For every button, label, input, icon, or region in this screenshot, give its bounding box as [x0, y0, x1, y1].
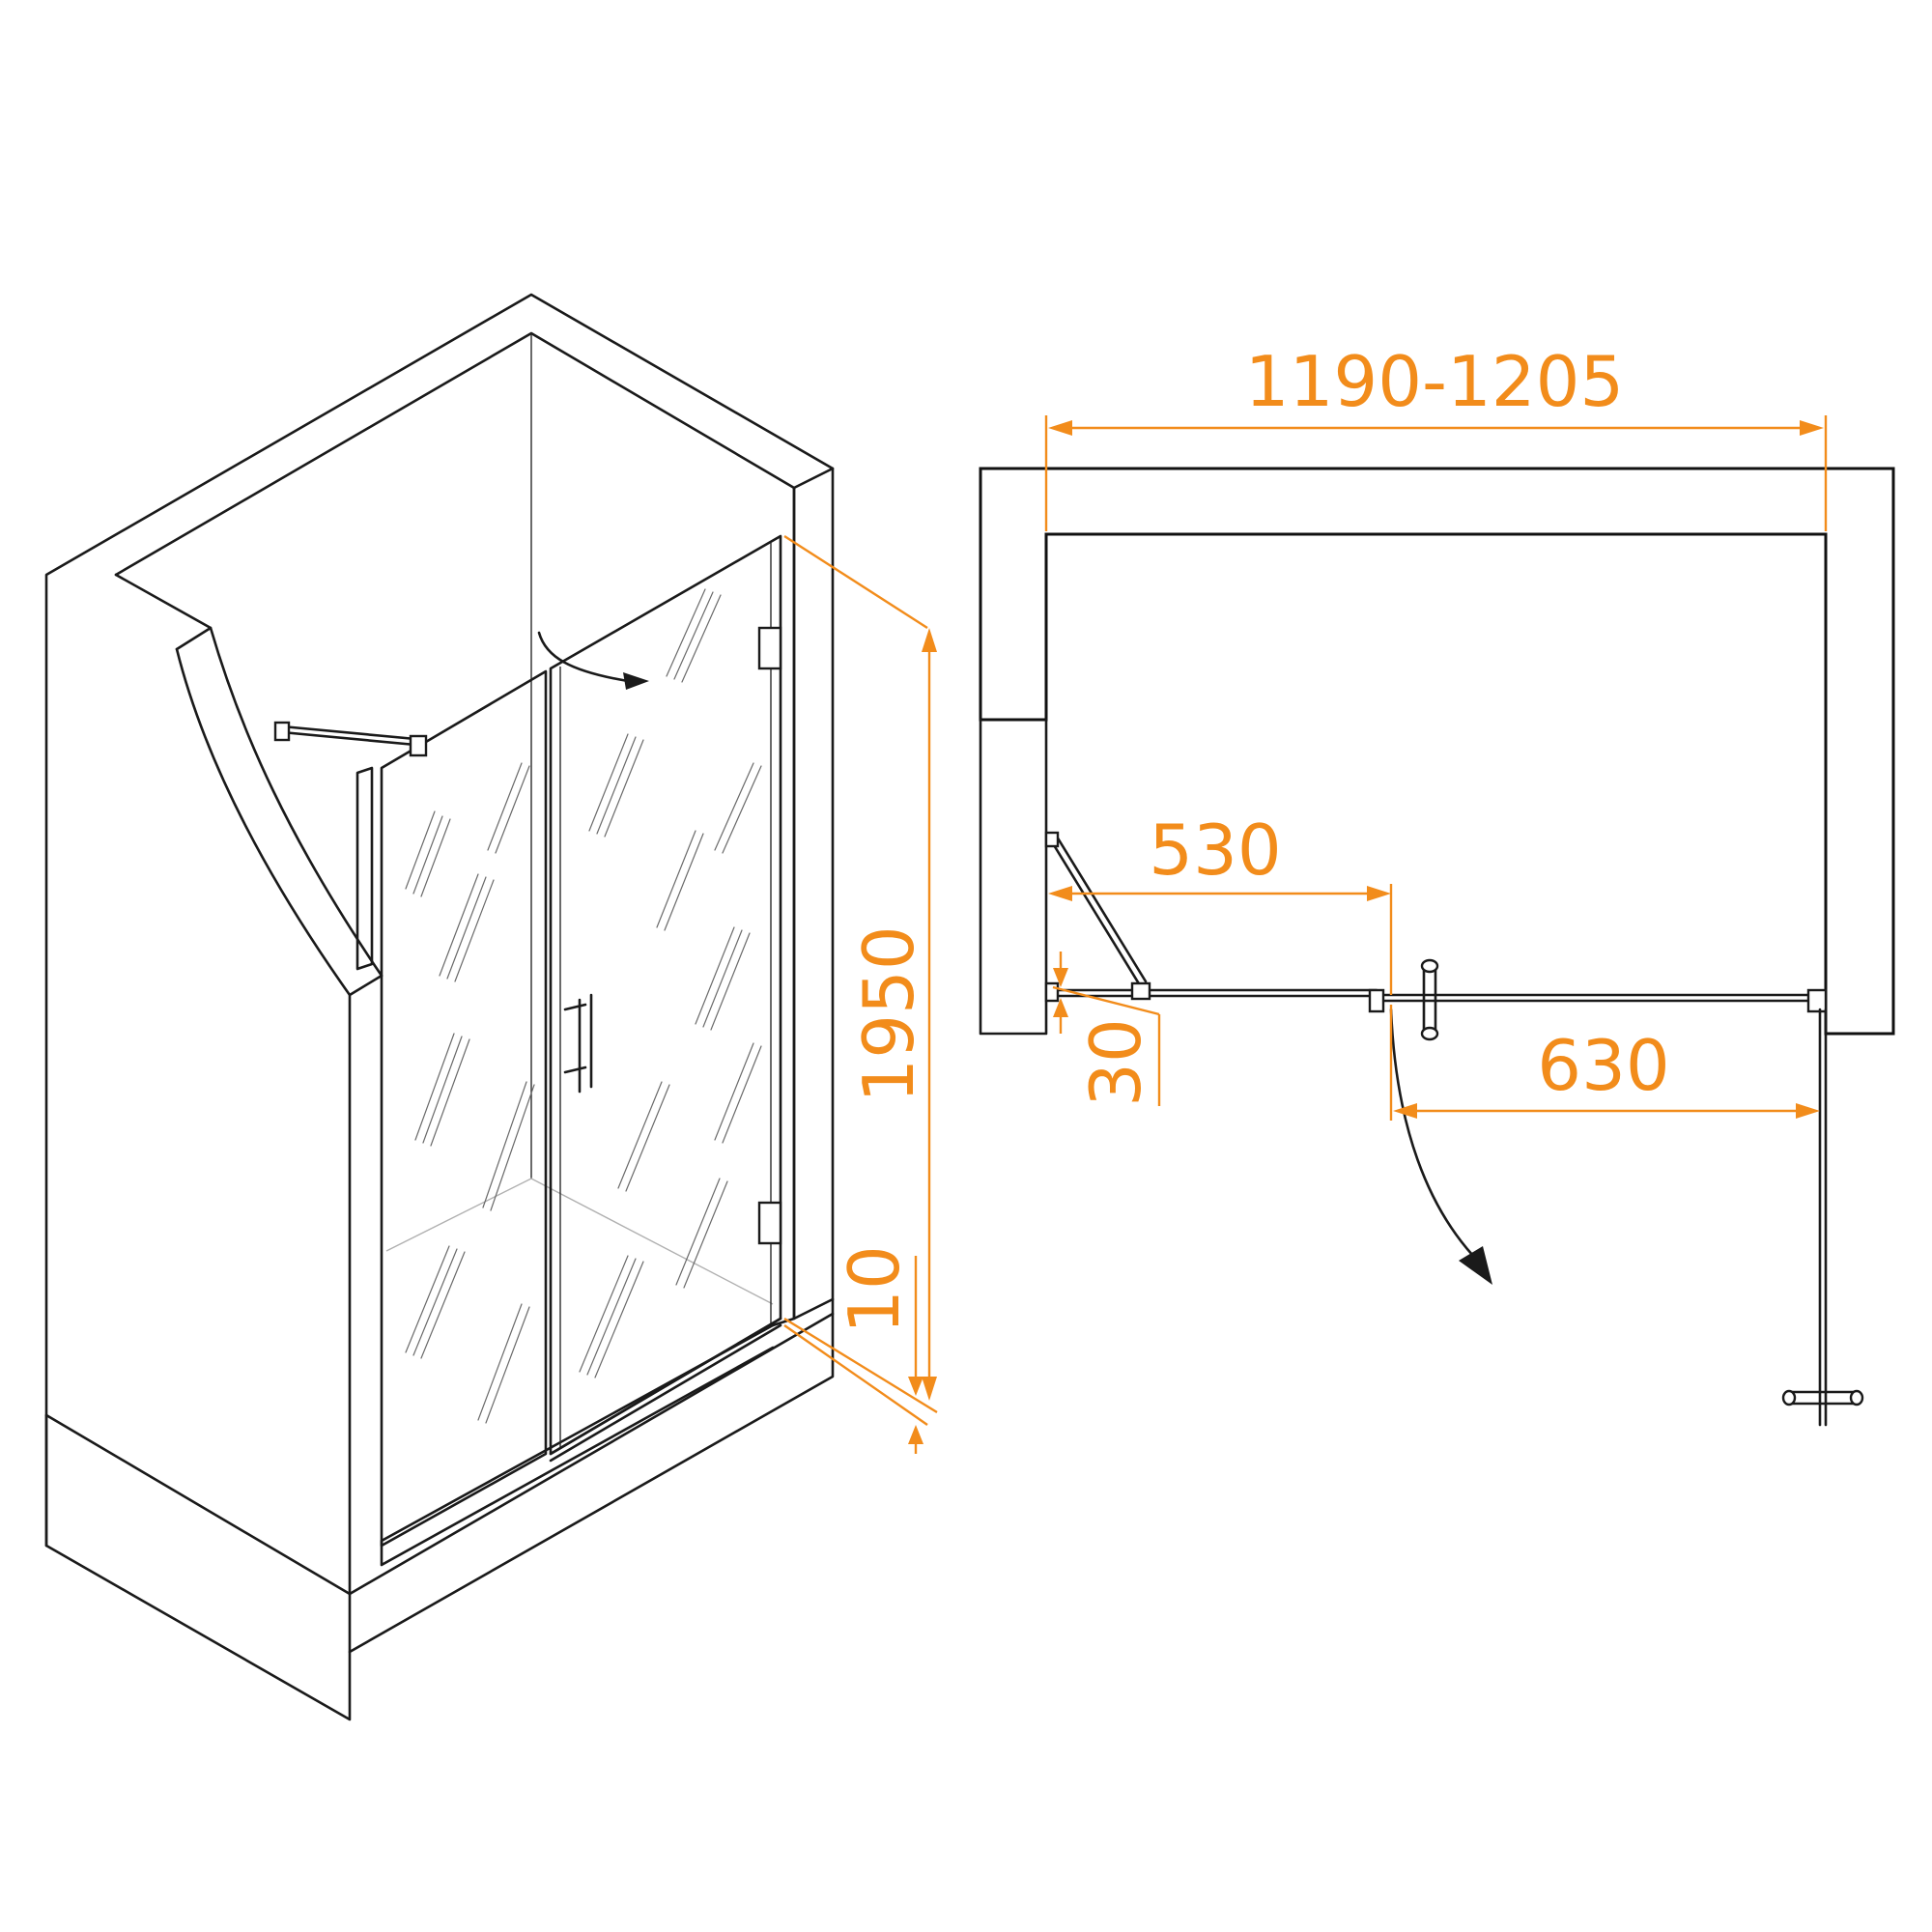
fixed-panel-label: 530 [1149, 810, 1281, 891]
hinge-icon [757, 1201, 782, 1245]
plan-door-open [1818, 1008, 1828, 1427]
curved-arrow-icon [1459, 1246, 1492, 1285]
plan-fixed-panel [1056, 988, 1378, 998]
plan-stabilizer-mount [1044, 831, 1060, 848]
enclosure-top-ledge-return [114, 573, 213, 651]
plan-left-wall-lower [979, 718, 1048, 1036]
stabilizer-glass-clamp [409, 734, 428, 757]
isometric-view: 1950 10 [44, 293, 938, 1721]
plan-door-latch [1368, 988, 1385, 1013]
width-dimension [1044, 415, 1828, 531]
plan-swing-arc [1389, 1008, 1475, 1258]
hinge-icon [757, 626, 782, 670]
right-wall-front [771, 486, 796, 1327]
door-dimension [1389, 1005, 1820, 1121]
door-glass-panel [549, 534, 782, 1456]
height-dimension [783, 534, 938, 1414]
curved-wall-step [348, 974, 384, 1654]
width-label: 1190-1205 [1245, 341, 1624, 422]
plan-wall-outline [979, 467, 1895, 1036]
door-label: 630 [1537, 1025, 1669, 1106]
gap-label: 10 [834, 1245, 915, 1334]
bar-handle-icon [563, 993, 593, 1094]
stabilizer-wall-mount [273, 721, 291, 742]
handle-end [1420, 1026, 1439, 1041]
glass-hatching-fixed [405, 762, 535, 1424]
handle-end [1781, 1389, 1797, 1406]
handle-end [1420, 958, 1439, 974]
hinge-icon [1806, 988, 1828, 1013]
offset-label: 30 [1075, 1018, 1156, 1107]
curved-arrow-icon [623, 672, 649, 690]
plan-wall-profile [1044, 981, 1060, 1003]
height-label: 1950 [848, 925, 929, 1102]
door-bottom-seal [549, 1317, 782, 1463]
handle-end [1849, 1389, 1864, 1406]
left-wall-bottom [44, 1413, 352, 1596]
enclosure-top-ledge [114, 331, 796, 577]
offset-dimension [1052, 952, 1161, 1106]
plan-stabilizer-clamp [1130, 981, 1151, 1001]
plan-stabilizer [1049, 835, 1148, 987]
fixed-panel-dimension [1048, 884, 1393, 995]
base-plinth [44, 1312, 835, 1596]
stabilizer-bar [280, 724, 417, 747]
gap-dimension [783, 1256, 928, 1454]
floor-guide [385, 1178, 774, 1305]
curved-wall-outer [209, 626, 384, 978]
plan-door-closed [1379, 993, 1823, 1003]
bar-handle-icon [1787, 1390, 1859, 1406]
enclosure-outline [44, 293, 835, 1721]
right-wall-inner [792, 467, 835, 1321]
plan-view: 1190-1205 530 630 30 [979, 341, 1895, 1427]
bar-handle-icon [1422, 964, 1437, 1036]
wall-profile-strip [355, 766, 374, 971]
fixed-glass-panel [380, 669, 548, 1548]
door-inner-edge [559, 543, 772, 1449]
glass-hatching-door [579, 588, 762, 1378]
door-swing-arc [537, 631, 630, 683]
curved-wall-inner [175, 647, 352, 997]
